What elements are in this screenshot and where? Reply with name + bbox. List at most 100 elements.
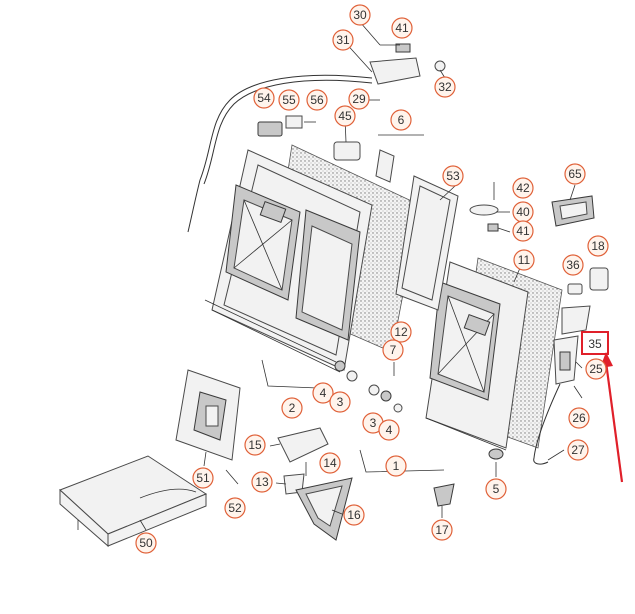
- callout-4: 4: [312, 382, 334, 404]
- cable-27: [533, 383, 561, 465]
- callout-circle: [564, 163, 586, 185]
- callout-65: 65: [564, 163, 586, 185]
- callout-circle: [391, 17, 413, 39]
- callout-circle: [135, 532, 157, 554]
- latch-bracket-51: [175, 369, 241, 461]
- callout-label: 36: [566, 258, 580, 272]
- callout-label: 42: [516, 181, 530, 195]
- callout-circle: [382, 339, 404, 361]
- bracket-6: [375, 149, 395, 183]
- callout-label: 11: [518, 253, 531, 267]
- callout-circle: [568, 407, 590, 429]
- callout-label: 32: [438, 80, 452, 94]
- callout-42: 42: [512, 177, 534, 199]
- callout-label: 7: [390, 343, 397, 357]
- callout-40: 40: [512, 201, 534, 223]
- trim-cover-54: [257, 121, 283, 137]
- callout-label: 27: [571, 443, 585, 457]
- seatback-left-frame: [204, 149, 373, 373]
- callout-29: 29: [348, 88, 370, 110]
- callout-label: 4: [320, 386, 327, 400]
- callout-25: 25: [585, 358, 607, 380]
- callout-circle: [485, 478, 507, 500]
- callout-56: 56: [306, 89, 328, 111]
- callout-circle: [512, 177, 534, 199]
- callout-label: 65: [568, 167, 582, 181]
- callout-circle: [343, 504, 365, 526]
- plug-36: [567, 283, 583, 295]
- release-cable-31: [187, 74, 373, 233]
- callout-circle: [306, 89, 328, 111]
- callout-label: 3: [337, 395, 344, 409]
- washer-40: [469, 204, 499, 216]
- cover-15: [277, 427, 329, 463]
- callout-label: 53: [446, 169, 460, 183]
- callout-circle: [253, 87, 275, 109]
- callout-41: 41: [512, 220, 534, 242]
- callout-32: 32: [434, 76, 456, 98]
- callout-label: 29: [352, 92, 366, 106]
- callout-1: 1: [385, 455, 407, 477]
- callout-circle: [319, 452, 341, 474]
- callout-label: 2: [289, 401, 296, 415]
- callout-label: 15: [248, 438, 262, 452]
- callout-36: 36: [562, 254, 584, 276]
- callout-12: 12: [390, 321, 412, 343]
- callout-circle: [329, 391, 351, 413]
- callout-55: 55: [278, 89, 300, 111]
- callout-circle: [585, 358, 607, 380]
- callout-label: 41: [395, 21, 409, 35]
- callout-label: 55: [282, 93, 296, 107]
- callout-label: 51: [196, 471, 210, 485]
- callout-circle: [348, 88, 370, 110]
- bushing-5: [488, 448, 504, 460]
- callout-circle: [349, 4, 371, 26]
- callout-17: 17: [431, 519, 453, 541]
- highlight-label: 35: [588, 337, 602, 351]
- callout-circle: [385, 455, 407, 477]
- callout-14: 14: [319, 452, 341, 474]
- highlight-box: [581, 331, 609, 355]
- callout-11: 11: [513, 249, 535, 271]
- callout-label: 41: [516, 224, 530, 238]
- callout-label: 54: [257, 91, 271, 105]
- callout-circle: [390, 109, 412, 131]
- callout-label: 30: [353, 8, 367, 22]
- callout-label: 17: [435, 523, 449, 537]
- callout-4: 4: [378, 419, 400, 441]
- callout-label: 3: [370, 416, 377, 430]
- callout-circle: [431, 519, 453, 541]
- callout-2: 2: [281, 397, 303, 419]
- callout-label: 31: [336, 33, 350, 47]
- bracket-55: [285, 115, 303, 129]
- callout-18: 18: [587, 235, 609, 257]
- callout-circle: [442, 165, 464, 187]
- callout-51: 51: [192, 467, 214, 489]
- callout-label: 4: [386, 423, 393, 437]
- callout-label: 16: [347, 508, 361, 522]
- callout-label: 1: [393, 459, 400, 473]
- callout-label: 40: [516, 205, 530, 219]
- callout-circle: [278, 89, 300, 111]
- callout-circle: [513, 249, 535, 271]
- cap-18: [589, 267, 609, 291]
- callout-label: 13: [255, 475, 269, 489]
- callout-label: 25: [589, 362, 603, 376]
- callout-circle: [567, 439, 589, 461]
- callout-3: 3: [362, 412, 384, 434]
- callout-16: 16: [343, 504, 365, 526]
- callout-circle: [244, 434, 266, 456]
- callout-13: 13: [251, 471, 273, 493]
- callout-circle: [512, 220, 534, 242]
- callout-3: 3: [329, 391, 351, 413]
- callout-label: 56: [310, 93, 324, 107]
- callout-54: 54: [253, 87, 275, 109]
- callout-5: 5: [485, 478, 507, 500]
- callout-label: 6: [398, 113, 405, 127]
- callout-label: 26: [572, 411, 586, 425]
- latch-assembly-top: [359, 21, 446, 85]
- callout-circle: [281, 397, 303, 419]
- callout-45: 45: [334, 105, 356, 127]
- callout-circle: [334, 105, 356, 127]
